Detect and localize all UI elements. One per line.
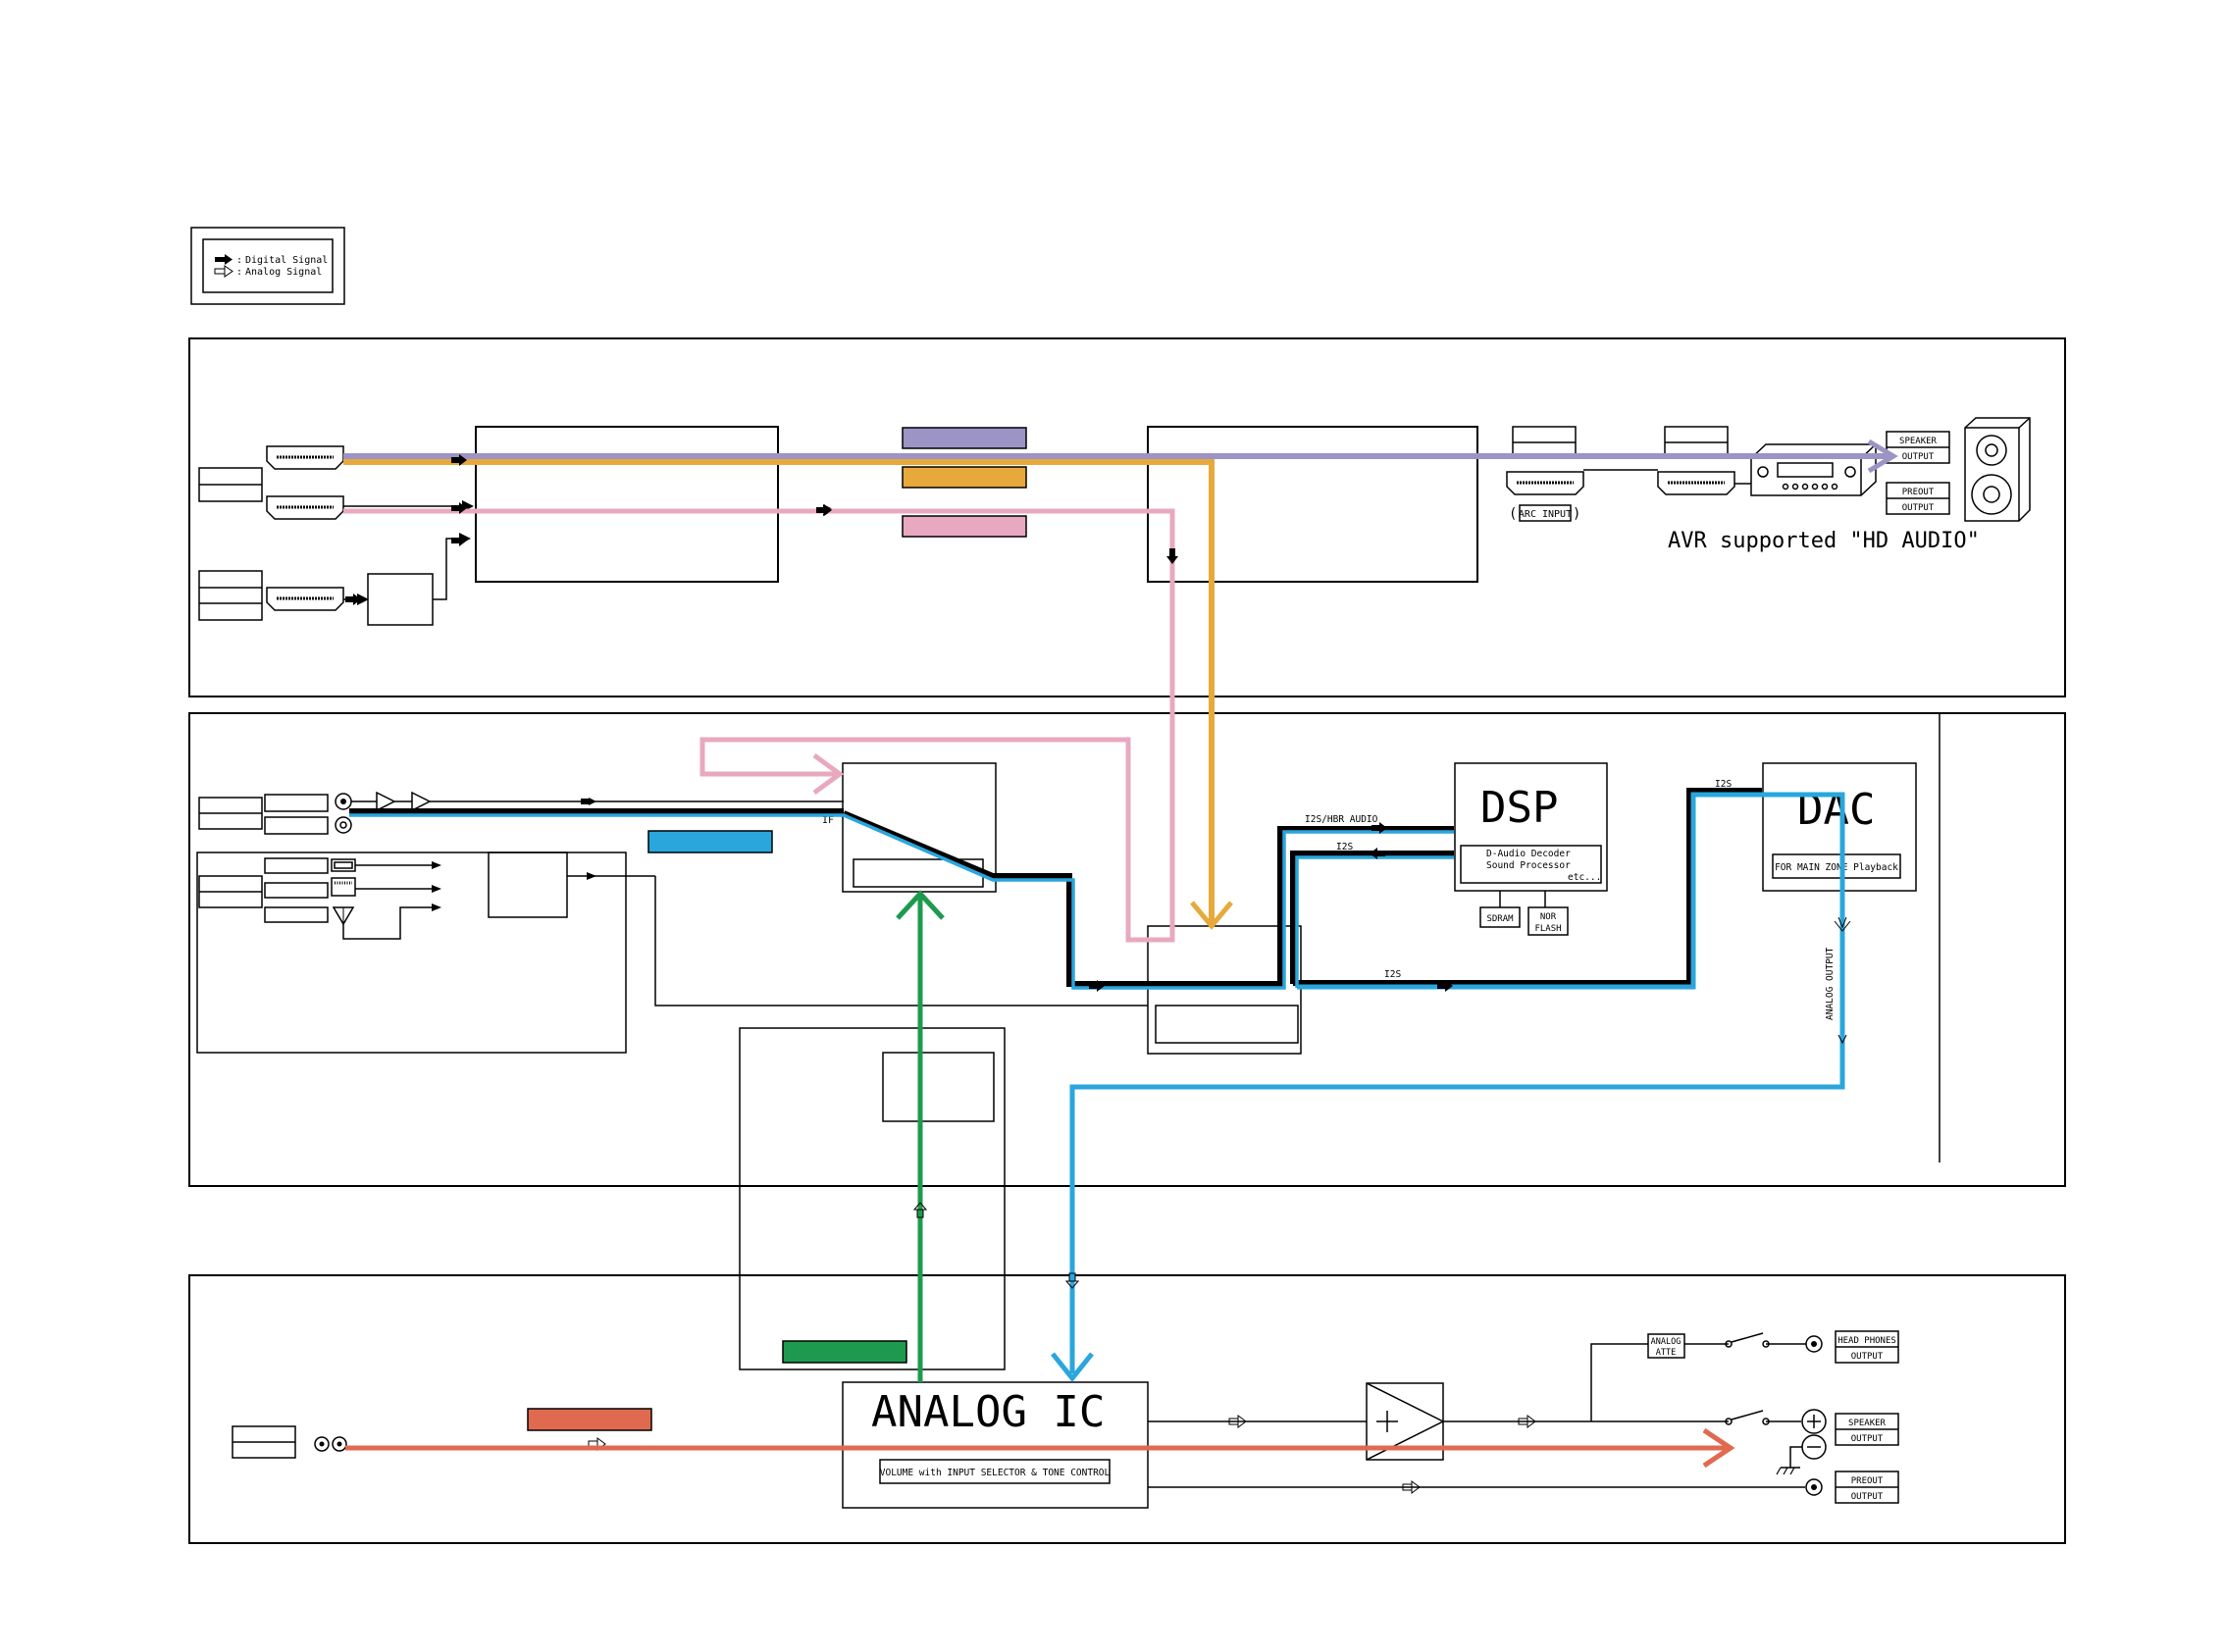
svg-text::: : bbox=[236, 267, 242, 278]
network-sub-box bbox=[196, 852, 627, 1054]
dsp-box bbox=[1454, 762, 1608, 892]
hdmi-connector-icon bbox=[1657, 471, 1735, 495]
analog-ic-box bbox=[842, 1381, 1149, 1509]
controller-box bbox=[739, 1027, 1006, 1370]
panel-hdmi-board bbox=[188, 337, 2066, 697]
label-i2s-dac: I2S bbox=[1715, 779, 1732, 790]
signal-path-orange bbox=[343, 459, 1215, 922]
svg-text:OUTPUT: OUTPUT bbox=[1851, 1352, 1884, 1362]
svg-text:Sound Processor: Sound Processor bbox=[1486, 860, 1571, 871]
svg-text:OUTPUT: OUTPUT bbox=[1851, 1434, 1884, 1444]
coaxial-jack-icon bbox=[335, 793, 352, 810]
legend-digital-label: Digital Signal bbox=[245, 255, 328, 266]
buffer-triangle-icon bbox=[376, 791, 396, 812]
buffer-triangle-icon bbox=[411, 791, 432, 812]
svg-text:SPEAKER: SPEAKER bbox=[1848, 1419, 1887, 1428]
hdmi-connector-icon bbox=[266, 445, 344, 470]
svg-text:NOR: NOR bbox=[1540, 912, 1557, 922]
label-i2s-in: I2S bbox=[1336, 842, 1353, 852]
analog-arrow-icon bbox=[214, 265, 233, 278]
svg-text:PREOUT: PREOUT bbox=[1902, 488, 1935, 497]
hdmi-connector-icon bbox=[266, 587, 344, 611]
hdmi-transmitter-box bbox=[1147, 426, 1478, 583]
speaker-icon bbox=[1964, 417, 2031, 522]
analog-arrow-icon bbox=[588, 1415, 1536, 1494]
svg-text:D-Audio Decoder: D-Audio Decoder bbox=[1486, 849, 1571, 859]
legend-bar-blue bbox=[647, 830, 773, 853]
analog-atte-box bbox=[1647, 1333, 1685, 1359]
hdmi-aux-box bbox=[367, 573, 434, 626]
svg-text:OUTPUT: OUTPUT bbox=[1902, 452, 1935, 462]
svg-text:ANALOG: ANALOG bbox=[1651, 1337, 1682, 1347]
arc-input-label: ARC INPUT bbox=[1519, 509, 1572, 520]
antenna-icon bbox=[332, 906, 355, 926]
svg-text:(: ( bbox=[1509, 506, 1517, 522]
rca-jack-icon bbox=[314, 1436, 347, 1452]
svg-text:FLASH: FLASH bbox=[1534, 924, 1561, 934]
legend-analog-label: Analog Signal bbox=[245, 267, 322, 278]
label-i2s-out: I2S bbox=[1384, 969, 1401, 980]
signal-path-blue bbox=[349, 813, 1454, 990]
preout-jack-icon bbox=[1805, 1478, 1823, 1496]
panel-analog-board bbox=[188, 1274, 2066, 1544]
input-label-box bbox=[198, 570, 263, 621]
avr-caption: AVR supported "HD AUDIO" bbox=[1668, 529, 1980, 553]
dir-box bbox=[1147, 925, 1302, 1055]
hdmi-arc-connector-icon bbox=[1506, 471, 1584, 495]
headphone-jack-icon bbox=[1805, 1335, 1823, 1353]
optical-jack-icon bbox=[335, 816, 352, 834]
av-receiver-icon bbox=[1750, 443, 1877, 496]
svg-text:HEAD PHONES: HEAD PHONES bbox=[1837, 1336, 1896, 1346]
svg-text:): ) bbox=[1573, 506, 1580, 522]
nor-flash-chip bbox=[1527, 906, 1569, 936]
analog-ic-title: ANALOG IC bbox=[871, 1387, 1105, 1437]
svg-text:ATTE: ATTE bbox=[1656, 1348, 1676, 1358]
signal-path-pink bbox=[343, 508, 1175, 943]
usb-port-icon bbox=[331, 858, 356, 872]
legend-bar-orange bbox=[902, 466, 1027, 489]
legend-bar-red bbox=[527, 1408, 652, 1431]
svg-text::: : bbox=[236, 255, 242, 266]
svg-text:OUTPUT: OUTPUT bbox=[1851, 1492, 1884, 1502]
legend: : : Digital Signal Analog Signal bbox=[190, 227, 345, 305]
svg-text:etc...: etc... bbox=[1568, 872, 1601, 883]
dac-subtitle: FOR MAIN ZONE Playback bbox=[1775, 862, 1898, 873]
ground-icon bbox=[1776, 1467, 1800, 1475]
speaker-terminal-icon bbox=[1801, 1409, 1827, 1460]
legend-bar-green bbox=[782, 1340, 907, 1364]
label-i2s-hbr: I2S/HBR AUDIO bbox=[1305, 814, 1378, 825]
hdmi-switch-box bbox=[475, 426, 779, 583]
hdmi-connector-icon bbox=[266, 495, 344, 520]
legend-bar-pink bbox=[902, 515, 1027, 538]
if-label: IF bbox=[822, 815, 834, 826]
digital-arrow-icon bbox=[215, 254, 233, 265]
legend-bar-purple bbox=[902, 427, 1027, 449]
ethernet-port-icon bbox=[331, 877, 356, 897]
dsp-title: DSP bbox=[1480, 783, 1558, 833]
analog-ic-subtitle: VOLUME with INPUT SELECTOR & TONE CONTRO… bbox=[880, 1468, 1111, 1478]
network-module-box bbox=[488, 852, 568, 918]
svg-text:PREOUT: PREOUT bbox=[1851, 1476, 1884, 1486]
svg-text:SPEAKER: SPEAKER bbox=[1899, 437, 1938, 446]
dac-box bbox=[1762, 762, 1917, 892]
panel-digital-board bbox=[188, 712, 2066, 1187]
svg-text:OUTPUT: OUTPUT bbox=[1902, 503, 1935, 513]
svg-text:SDRAM: SDRAM bbox=[1486, 914, 1514, 924]
label-analog-output: ANALOG OUTPUT bbox=[1825, 947, 1836, 1020]
sdram-chip bbox=[1479, 906, 1521, 928]
digital-arrow-icon bbox=[345, 454, 1453, 992]
